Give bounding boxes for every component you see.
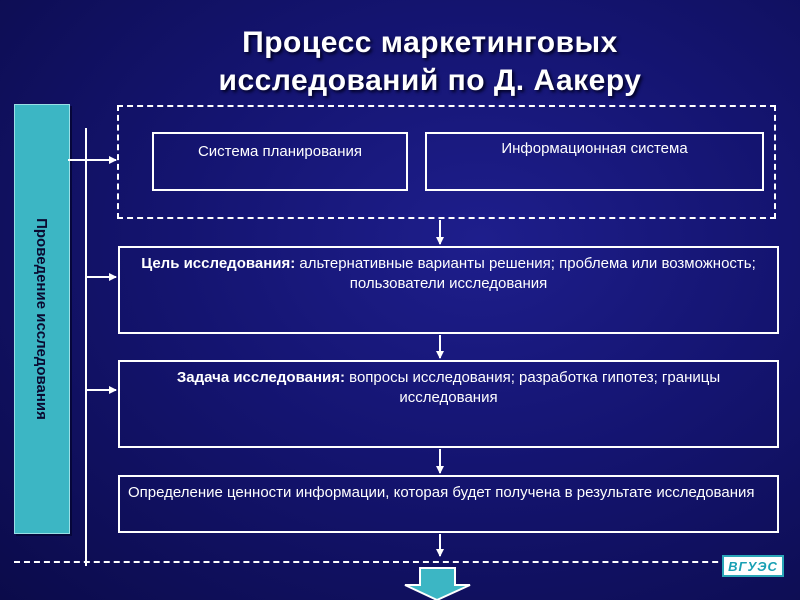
research-task-text: вопросы исследования; разработка гипотез… (344, 369, 721, 406)
big-down-arrow (404, 567, 471, 600)
information-value-box: Определение ценности информации, которая… (118, 475, 779, 533)
slide-title: Процесс маркетинговых исследований по Д.… (218, 26, 642, 97)
research-goal-text: альтернативные варианты решения; проблем… (295, 255, 756, 292)
sidebar-conduct-research: Проведение исследования (14, 104, 70, 534)
information-system-label: Информационная система (501, 140, 688, 157)
planning-system-box: Система планирования (152, 132, 408, 191)
research-goal-box: Цель исследования: альтернативные вариан… (118, 246, 779, 334)
research-goal-heading: Цель исследования: (141, 255, 296, 272)
research-task-box: Задача исследования: вопросы исследовани… (118, 360, 779, 448)
bottom-dashed-line (14, 561, 778, 563)
information-system-box: Информационная система (425, 132, 764, 191)
information-value-text: Определение ценности информации, которая… (128, 484, 755, 501)
university-logo: ВГУЭС (722, 555, 784, 577)
planning-system-label: Система планирования (197, 143, 363, 160)
research-task-heading: Задача исследования: (176, 369, 345, 386)
environment-dashed-box (117, 105, 776, 219)
